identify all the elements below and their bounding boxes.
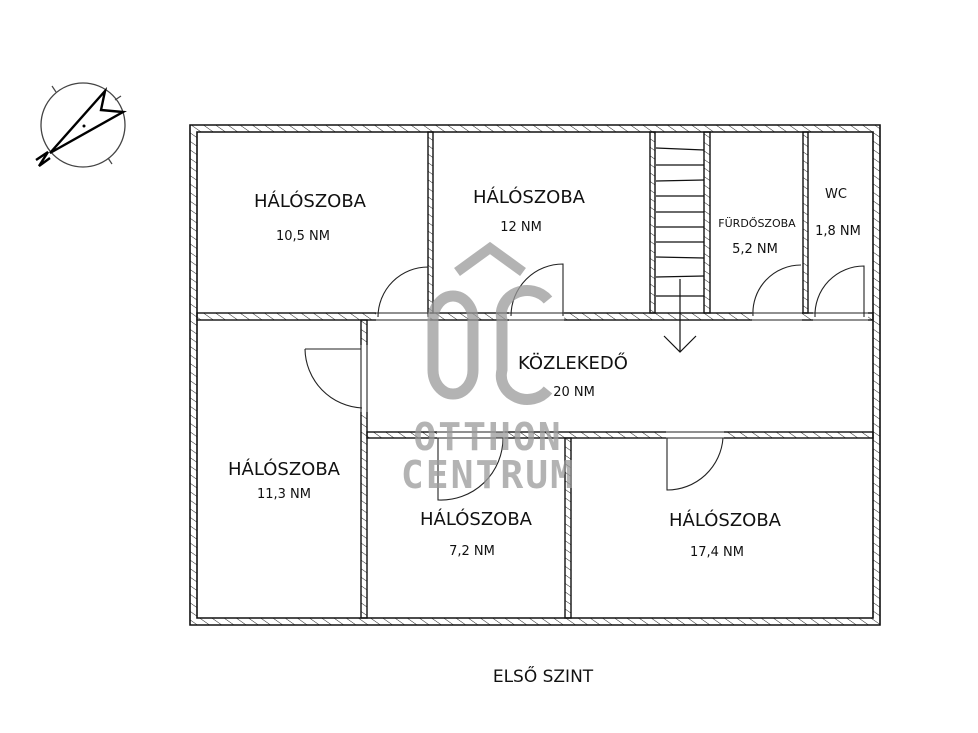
room-bedroom-3: HÁLÓSZOBA 11,3 NM (228, 458, 341, 502)
room-name: WC (825, 187, 847, 202)
room-area: 11,3 NM (257, 487, 311, 502)
watermark-text-line1: OTTHON (413, 415, 562, 459)
room-wc: WC 1,8 NM (815, 187, 861, 239)
room-area: 20 NM (553, 385, 595, 400)
room-name: FÜRDŐSZOBA (718, 216, 796, 230)
room-bathroom: FÜRDŐSZOBA 5,2 NM (718, 216, 796, 257)
floor-title: ELSŐ SZINT (493, 665, 594, 687)
room-name: HÁLÓSZOBA (228, 458, 341, 480)
room-name: HÁLÓSZOBA (473, 186, 586, 208)
room-bedroom-4: HÁLÓSZOBA 7,2 NM (420, 508, 533, 559)
room-area: 10,5 NM (276, 229, 330, 244)
room-name: KÖZLEKEDŐ (518, 352, 628, 374)
room-bedroom-1: HÁLÓSZOBA 10,5 NM (254, 190, 367, 244)
room-bedroom-5: HÁLÓSZOBA 17,4 NM (669, 509, 782, 560)
exterior-walls (189, 124, 881, 626)
doors (304, 263, 868, 501)
room-area: 5,2 NM (732, 242, 778, 257)
room-name: HÁLÓSZOBA (669, 509, 782, 531)
watermark-text-line2: CENTRUM (401, 453, 575, 497)
room-corridor: KÖZLEKEDŐ 20 NM (518, 352, 628, 400)
room-bedroom-2: HÁLÓSZOBA 12 NM (473, 186, 586, 235)
room-name: HÁLÓSZOBA (420, 508, 533, 530)
room-area: 1,8 NM (815, 224, 861, 239)
staircase (655, 147, 705, 353)
watermark-logo: OTTHON CENTRUM (401, 241, 575, 497)
room-area: 17,4 NM (690, 545, 744, 560)
room-area: 12 NM (500, 220, 542, 235)
room-area: 7,2 NM (449, 544, 495, 559)
north-compass-icon (35, 82, 127, 168)
room-name: HÁLÓSZOBA (254, 190, 367, 212)
